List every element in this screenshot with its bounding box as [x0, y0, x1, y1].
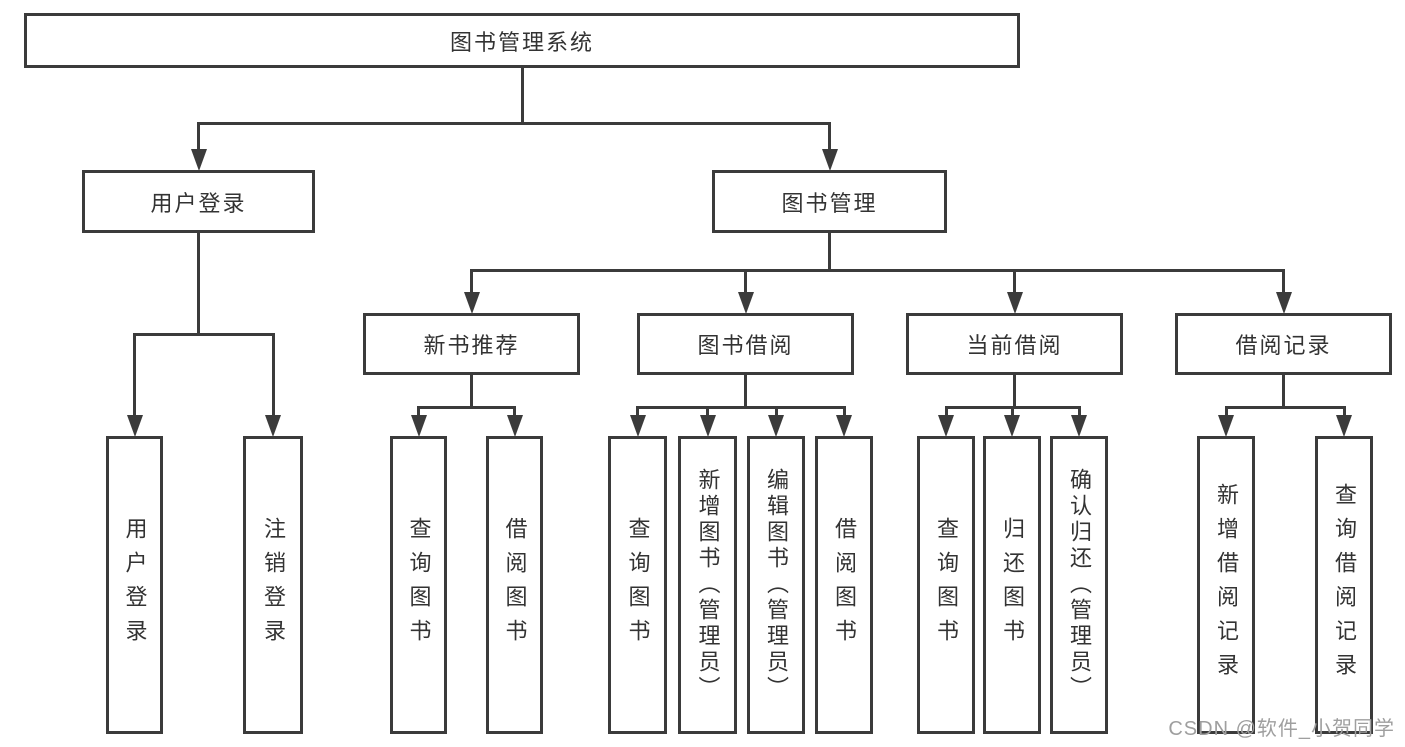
arrowhead-down-icon: [699, 415, 716, 437]
node-label: 借阅图书: [502, 517, 528, 653]
diagram-node-leaf-login: 用户登录: [106, 436, 163, 734]
connector-line: [271, 333, 275, 420]
node-label: 新书推荐: [423, 333, 520, 358]
arrowhead-down-icon: [938, 415, 954, 437]
connector-line: [470, 269, 473, 297]
connector-line: [636, 406, 639, 420]
node-label: 新增借阅记录: [1214, 483, 1239, 687]
connector-line: [1010, 406, 1014, 420]
diagram-node-root: 图书管理系统: [24, 13, 1020, 68]
connector-line: [774, 406, 778, 420]
arrowhead-down-icon: [410, 415, 427, 437]
node-label: 用户登录: [150, 190, 247, 216]
connector-line: [1282, 269, 1285, 297]
diagram-node-leaf-bor-edit: 编辑图书（管理员）: [747, 436, 805, 734]
connector-line: [706, 406, 709, 420]
csdn-watermark: CSDN @软件_小贺同学: [1168, 718, 1395, 740]
connector-line: [470, 375, 473, 409]
diagram-node-leaf-bor-borrow: 借阅图书: [815, 436, 873, 734]
arrowhead-down-icon: [265, 415, 281, 437]
diagram-node-leaf-red-add: 新增借阅记录: [1197, 436, 1255, 734]
diagram-node-leaf-rec-query: 查询图书: [390, 436, 447, 734]
arrowhead-down-icon: [821, 149, 838, 171]
diagram-node-recommend: 新书推荐: [363, 313, 580, 375]
connector-line: [1077, 406, 1081, 420]
connector-line: [1282, 375, 1285, 409]
connector-line: [1013, 375, 1016, 409]
connector-line: [197, 122, 200, 154]
diagram-node-book-mgmt: 图书管理: [712, 170, 947, 233]
arrowhead-down-icon: [1071, 415, 1087, 437]
arrowhead-down-icon: [1336, 415, 1352, 437]
node-label: 注销登录: [261, 517, 286, 653]
connector-line: [417, 406, 420, 420]
node-label: 编辑图书（管理员）: [764, 468, 789, 702]
arrowhead-down-icon: [190, 149, 207, 171]
arrowhead-down-icon: [506, 415, 523, 437]
node-label: 图书管理系统: [449, 29, 594, 55]
arrowhead-down-icon: [126, 415, 143, 437]
connector-line: [133, 333, 275, 336]
node-label: 用户登录: [122, 517, 148, 653]
node-label: 归还图书: [1000, 517, 1025, 653]
node-label: 当前借阅: [966, 333, 1063, 358]
arrowhead-down-icon: [629, 415, 646, 437]
node-label: 查询借阅记录: [1332, 483, 1357, 687]
connector-line: [133, 333, 136, 420]
connector-line: [744, 375, 747, 409]
connector-line: [197, 233, 200, 336]
connector-line: [944, 406, 948, 420]
diagram-node-leaf-red-query: 查询借阅记录: [1315, 436, 1373, 734]
connector-line: [197, 122, 831, 125]
connector-line: [828, 233, 831, 272]
connector-line: [470, 269, 1285, 272]
diagram-node-leaf-cur-confirm: 确认归还（管理员）: [1050, 436, 1108, 734]
arrowhead-down-icon: [1218, 415, 1234, 437]
connector-line: [513, 406, 516, 420]
node-label: 借阅记录: [1235, 333, 1332, 358]
node-label: 查询图书: [406, 517, 432, 653]
connector-line: [1224, 406, 1228, 420]
connector-line: [1013, 269, 1016, 297]
node-label: 确认归还（管理员）: [1067, 468, 1092, 702]
connector-line: [636, 406, 846, 409]
diagram-node-user-login: 用户登录: [82, 170, 315, 233]
arrowhead-down-icon: [1275, 292, 1292, 314]
connector-line: [828, 122, 831, 154]
connector-line: [417, 406, 516, 409]
node-label: 查询图书: [625, 517, 651, 653]
node-label: 图书借阅: [697, 333, 794, 358]
diagram-node-leaf-bor-add: 新增图书（管理员）: [678, 436, 737, 734]
node-label: 查询图书: [934, 517, 959, 653]
diagram-node-leaf-bor-query: 查询图书: [608, 436, 667, 734]
node-label: 新增图书（管理员）: [695, 468, 721, 702]
node-label: 借阅图书: [832, 517, 857, 653]
arrowhead-down-icon: [737, 292, 754, 314]
diagram-node-leaf-cur-query: 查询图书: [917, 436, 975, 734]
arrowhead-down-icon: [463, 292, 480, 314]
diagram-node-records: 借阅记录: [1175, 313, 1392, 375]
connector-line: [842, 406, 846, 420]
connector-line: [1224, 406, 1346, 409]
diagram-node-leaf-logout: 注销登录: [243, 436, 303, 734]
connector-line: [744, 269, 747, 297]
arrowhead-down-icon: [836, 415, 852, 437]
diagram-node-current: 当前借阅: [906, 313, 1123, 375]
diagram-node-borrow: 图书借阅: [637, 313, 854, 375]
connector-line: [520, 68, 524, 125]
connector-line: [1342, 406, 1346, 420]
arrowhead-down-icon: [1004, 415, 1020, 437]
arrowhead-down-icon: [1006, 292, 1023, 314]
diagram-node-leaf-cur-return: 归还图书: [983, 436, 1041, 734]
arrowhead-down-icon: [768, 415, 784, 437]
node-label: 图书管理: [781, 190, 878, 216]
diagram-node-leaf-rec-borrow: 借阅图书: [486, 436, 543, 734]
